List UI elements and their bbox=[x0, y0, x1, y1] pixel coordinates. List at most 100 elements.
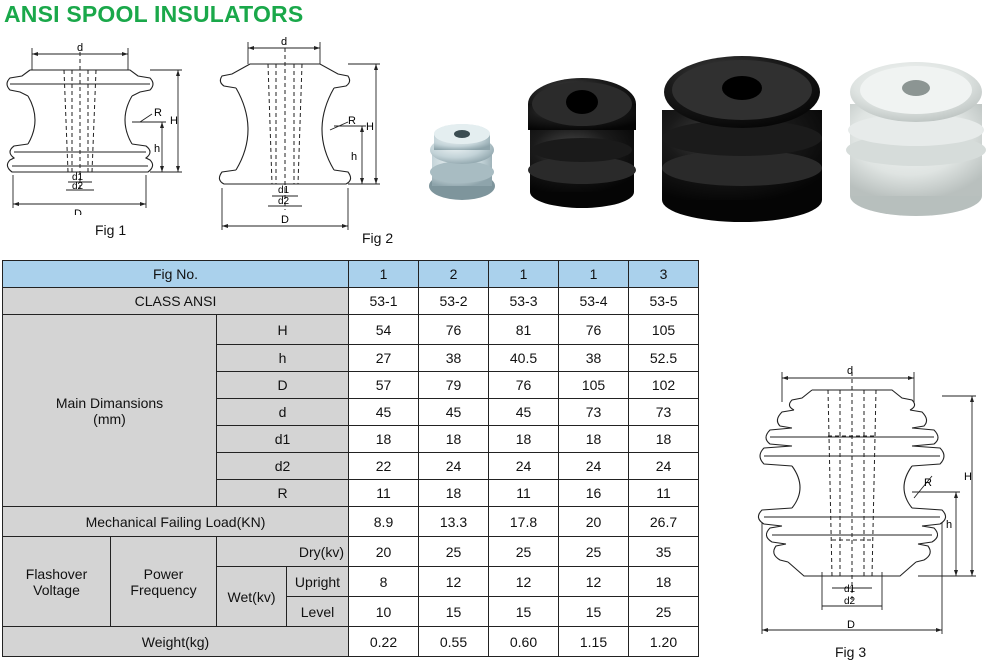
table-row-level: Level 10 15 15 15 25 bbox=[3, 596, 699, 627]
dry-cell: 25 bbox=[488, 536, 559, 567]
fig1-dim-H: H bbox=[170, 115, 178, 127]
dim-cell: 24 bbox=[418, 452, 489, 480]
mech-cell: 13.3 bbox=[418, 506, 489, 537]
weight-label: Weight(kg) bbox=[2, 626, 349, 657]
table-row-dim-H: Main Dimansions (mm) H 54 76 81 76 105 bbox=[2, 314, 699, 507]
dim-cell: 105 bbox=[558, 371, 629, 399]
dim-cell: 79 bbox=[418, 371, 489, 399]
fig1-label: Fig 1 bbox=[95, 222, 127, 238]
level-cell: 15 bbox=[488, 596, 559, 627]
class-label: CLASS ANSI bbox=[2, 287, 349, 315]
flashover-label: Flashover Voltage bbox=[2, 536, 111, 627]
power-label-line1: Power bbox=[143, 565, 184, 582]
table-row-dry: Flashover Voltage Power Frequency Dry(kv… bbox=[2, 536, 699, 627]
dim-cell: 76 bbox=[558, 314, 629, 345]
fig1-dim-h: h bbox=[154, 143, 160, 155]
dim-cell: 18 bbox=[488, 425, 559, 453]
dim-label: D bbox=[216, 371, 349, 399]
power-label-line2: Frequency bbox=[130, 581, 197, 598]
page-title: ANSI SPOOL INSULATORS bbox=[4, 1, 304, 27]
fig3-dim-H: H bbox=[964, 471, 972, 483]
spec-table: Fig No. 1 2 1 1 3 CLASS ANSI 53-1 53-2 5… bbox=[2, 260, 699, 657]
upright-cell: 12 bbox=[418, 566, 489, 597]
level-cell: 10 bbox=[348, 596, 419, 627]
dim-cell: 27 bbox=[348, 344, 419, 372]
power-frequency-label: Power Frequency bbox=[110, 536, 217, 627]
fig3-dim-h: h bbox=[946, 519, 952, 531]
upright-cell: 8 bbox=[348, 566, 419, 597]
dim-cell: 18 bbox=[628, 425, 699, 453]
fig3-dim-d2: d2 bbox=[844, 596, 856, 607]
fig3-dim-D: D bbox=[847, 619, 855, 631]
dim-cell: 16 bbox=[558, 479, 629, 507]
fig3-drawing: d D H h R d1 d2 bbox=[757, 365, 976, 634]
level-label: Level bbox=[286, 596, 349, 627]
fig2-dim-H: H bbox=[366, 121, 374, 133]
weight-cell: 0.55 bbox=[418, 626, 489, 657]
weight-cell: 1.15 bbox=[558, 626, 629, 657]
fig2-drawing: d D H h R d1 d2 bbox=[218, 36, 380, 230]
level-cell: 15 bbox=[558, 596, 629, 627]
fig1-dim-d: d bbox=[77, 42, 83, 54]
dim-cell: 73 bbox=[628, 398, 699, 426]
dim-cell: 45 bbox=[488, 398, 559, 426]
level-cell: 25 bbox=[628, 596, 699, 627]
dim-label: H bbox=[216, 314, 349, 345]
fig2-label: Fig 2 bbox=[362, 230, 394, 246]
mech-cell: 20 bbox=[558, 506, 629, 537]
fig3-dim-d1: d1 bbox=[844, 584, 856, 595]
dry-cell: 20 bbox=[348, 536, 419, 567]
class-cell: 53-3 bbox=[488, 287, 559, 315]
table-row-dim-d: d 45 45 45 73 73 bbox=[3, 398, 699, 426]
table-row-dim-D: D 57 79 76 105 102 bbox=[3, 371, 699, 399]
fig3-label: Fig 3 bbox=[835, 644, 867, 660]
fig1-dim-D: D bbox=[74, 208, 82, 215]
fig1-drawing: d D H h R d1 d2 bbox=[6, 42, 182, 215]
dim-cell: 18 bbox=[348, 425, 419, 453]
dim-cell: 18 bbox=[418, 425, 489, 453]
dry-cell: 25 bbox=[558, 536, 629, 567]
table-row-class: CLASS ANSI 53-1 53-2 53-3 53-4 53-5 bbox=[2, 287, 699, 315]
insulator-photo-large-dark bbox=[662, 56, 822, 222]
class-cell: 53-5 bbox=[628, 287, 699, 315]
class-cell: 53-4 bbox=[558, 287, 629, 315]
mech-cell: 17.8 bbox=[488, 506, 559, 537]
table-row-dim-R: R 11 18 11 16 11 bbox=[3, 479, 699, 507]
dim-cell: 73 bbox=[558, 398, 629, 426]
dim-cell: 102 bbox=[628, 371, 699, 399]
wet-label: Wet(kv) bbox=[216, 566, 287, 627]
dim-cell: 24 bbox=[558, 452, 629, 480]
table-row-dim-d2: d2 22 24 24 24 24 bbox=[3, 452, 699, 480]
class-cell: 53-1 bbox=[348, 287, 419, 315]
insulator-photo-white bbox=[846, 62, 986, 216]
upright-cell: 18 bbox=[628, 566, 699, 597]
class-cell: 53-2 bbox=[418, 287, 489, 315]
fig1-dim-R: R bbox=[154, 107, 162, 119]
weight-cell: 0.22 bbox=[348, 626, 419, 657]
fig1-dim-d1: d1 bbox=[72, 172, 84, 183]
dim-label: d1 bbox=[216, 425, 349, 453]
dim-cell: 57 bbox=[348, 371, 419, 399]
dim-cell: 76 bbox=[488, 371, 559, 399]
fig2-dim-d1: d1 bbox=[278, 185, 290, 196]
upright-cell: 12 bbox=[488, 566, 559, 597]
fig2-dim-D: D bbox=[281, 214, 289, 226]
level-cell: 15 bbox=[418, 596, 489, 627]
fig1-dim-d2: d2 bbox=[72, 181, 84, 192]
main-dimensions-label-line2: (mm) bbox=[93, 410, 126, 427]
fig3-dim-d: d bbox=[847, 365, 853, 377]
fig2-dim-d2: d2 bbox=[278, 196, 290, 207]
dim-label: d bbox=[216, 398, 349, 426]
fig2-dim-R: R bbox=[348, 115, 356, 127]
dim-cell: 105 bbox=[628, 314, 699, 345]
dry-cell: 25 bbox=[418, 536, 489, 567]
dim-cell: 45 bbox=[418, 398, 489, 426]
main-dimensions-label-line1: Main Dimansions bbox=[55, 394, 164, 411]
upright-cell: 12 bbox=[558, 566, 629, 597]
insulator-photo-medium-dark bbox=[528, 78, 636, 208]
mech-cell: 26.7 bbox=[628, 506, 699, 537]
fig-no-cell: 1 bbox=[348, 260, 419, 288]
dim-label: d2 bbox=[216, 452, 349, 480]
table-row-mechanical: Mechanical Failing Load(KN) 8.9 13.3 17.… bbox=[2, 506, 699, 537]
dim-cell: 38 bbox=[418, 344, 489, 372]
